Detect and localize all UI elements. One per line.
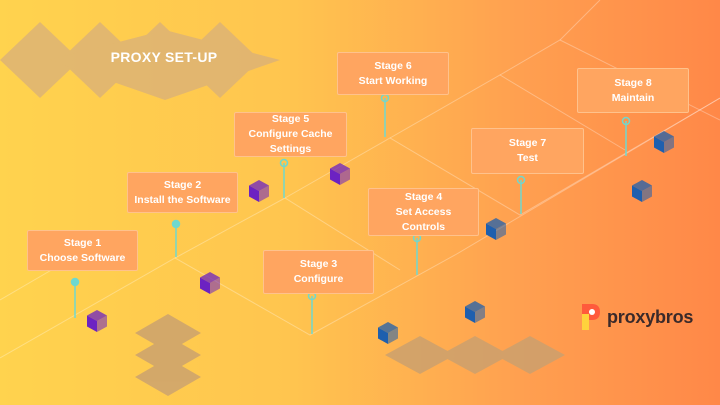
diagram-title: PROXY SET-UP — [110, 49, 218, 65]
stage-4-label: Stage 4 — [404, 190, 443, 203]
proxybros-logo-icon — [582, 304, 600, 330]
bottom-left-diamonds — [135, 314, 201, 396]
stage-4-name-line2: Controls — [401, 220, 446, 233]
stage-6-name: Start Working — [358, 74, 428, 87]
lattice-lines — [0, 0, 720, 358]
stage-3-box: Stage 3 Configure — [263, 250, 374, 294]
stage-3-name: Configure — [293, 273, 344, 285]
stage-2-box: Stage 2 Install the Software — [127, 172, 238, 213]
stage-7-label: Stage 7 — [508, 137, 547, 149]
stage-6-box: Stage 6 Start Working — [337, 52, 449, 95]
stage-8-label: Stage 8 — [614, 76, 652, 89]
bottom-right-diamonds — [385, 336, 565, 374]
stage-5-label: Stage 5 — [271, 113, 310, 125]
stage-8-name: Maintain — [611, 91, 655, 104]
stage-4-name-line1: Set Access — [395, 205, 452, 218]
stage-8-box: Stage 8 Maintain — [577, 68, 689, 113]
stage-1-box: Stage 1 Choose Software — [27, 230, 138, 271]
stage-7-name: Test — [517, 152, 538, 164]
stage-2-name: Install the Software — [134, 193, 231, 206]
stage-7-box: Stage 7 Test — [471, 128, 584, 174]
stage-1-label: Stage 1 — [63, 236, 102, 249]
stage-5-box: Stage 5 Configure Cache Settings — [234, 112, 347, 157]
stage-3-label: Stage 3 — [299, 258, 338, 270]
stage-5-name-line1: Configure Cache — [248, 128, 333, 140]
stage-1-name: Choose Software — [39, 251, 126, 264]
brand-logo: proxybros — [579, 302, 693, 332]
title-banner — [0, 22, 280, 100]
connectors — [74, 98, 627, 334]
stage-6-label: Stage 6 — [374, 59, 412, 72]
stage-2-label: Stage 2 — [163, 178, 202, 191]
brand-name: proxybros — [607, 306, 694, 327]
stage-5-name-line2: Settings — [269, 143, 312, 155]
stage-4-box: Stage 4 Set Access Controls — [368, 188, 479, 236]
